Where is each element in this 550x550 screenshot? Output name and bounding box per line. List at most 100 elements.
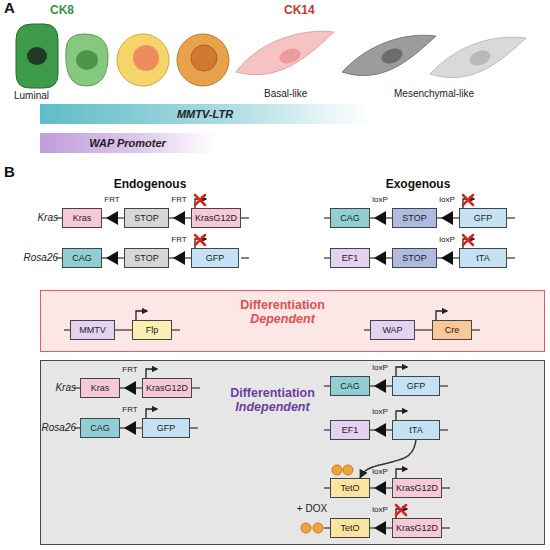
dna-line <box>324 385 330 386</box>
molecule-dots <box>301 465 353 533</box>
dna-line <box>169 257 191 258</box>
gene-element-box: STOP <box>392 208 437 228</box>
panel-letter: A <box>4 2 15 14</box>
gene-element-box: KrasG12D <box>191 208 241 228</box>
loxp-site <box>374 481 386 495</box>
element-name: GFP <box>157 422 176 434</box>
panel-title: Differentiation <box>230 386 315 400</box>
dna-line <box>324 257 330 258</box>
dna-line <box>169 217 191 218</box>
dna-line <box>370 429 392 430</box>
gene-element-box: CAG <box>80 418 120 438</box>
cell-nucleus <box>277 46 302 67</box>
activation-arrow <box>360 440 416 478</box>
promoter-gradient-bar: WAP Promoter <box>40 133 215 153</box>
loxp-site <box>374 211 386 225</box>
gene-element-box: KrasG12D <box>142 378 192 398</box>
loxp-site <box>374 379 386 393</box>
element-name: Cre <box>445 324 460 336</box>
dna-line <box>120 387 142 388</box>
panel-letter: B <box>4 166 15 178</box>
frt-site <box>124 381 136 395</box>
blocked-cross <box>463 235 473 245</box>
element-name: Kras <box>91 382 110 394</box>
promoter-name: WAP Promoter <box>89 137 166 149</box>
element-name: WAP <box>382 324 402 336</box>
element-name: tTA <box>409 424 422 436</box>
element-name: CAG <box>90 422 110 434</box>
gene-element-box: STOP <box>124 208 169 228</box>
luminal-cell <box>16 24 58 88</box>
dna-line <box>324 527 330 528</box>
site-label: loxP <box>372 194 388 206</box>
loxp-site <box>374 521 386 535</box>
dna-line <box>120 427 142 428</box>
dna-line <box>442 527 450 528</box>
cell-nucleus <box>76 50 98 70</box>
transcription-arrow <box>195 239 206 248</box>
loxp-site <box>374 423 386 437</box>
element-name: CAG <box>340 212 360 224</box>
marker-name: CK8 <box>50 4 74 16</box>
gene-element-box: STOP <box>392 248 437 268</box>
transcription-arrow <box>396 411 407 420</box>
cell-state: Mesenchymal-like <box>394 88 474 100</box>
dna-line <box>370 487 392 488</box>
site-triangles <box>106 211 453 535</box>
transcription-arrow <box>136 311 147 320</box>
transcription-arrow <box>396 509 407 518</box>
condition-panel: DifferentiationDependentMMTVFlpWAPCre <box>40 290 545 352</box>
dna-line <box>324 429 330 430</box>
gene-element-box: GFP <box>191 248 239 268</box>
dna-line <box>507 257 515 258</box>
gene-element-box: Cre <box>432 320 472 340</box>
dna-line <box>241 217 249 218</box>
gene-element-box: TetO <box>330 478 370 498</box>
cell-nucleus <box>27 47 47 65</box>
element-name: STOP <box>134 212 158 224</box>
element-name: GFP <box>206 252 225 264</box>
element-name: tTA <box>476 252 489 264</box>
cell-nucleus <box>133 45 159 71</box>
tta-molecule <box>332 465 342 475</box>
element-name: EF1 <box>342 252 359 264</box>
frt-site <box>106 211 118 225</box>
transcription-arrow <box>463 239 474 248</box>
dna-line <box>190 427 198 428</box>
marker-name: CK14 <box>284 4 315 16</box>
dna-line <box>56 257 62 258</box>
gene-element-box: MMTV <box>70 320 115 340</box>
locus-name: Kras <box>37 212 58 224</box>
transcription-arrow <box>396 469 407 478</box>
gene-element-box: WAP <box>370 320 415 340</box>
dna-line <box>440 385 448 386</box>
dna-line <box>370 217 392 218</box>
loxp-site <box>441 251 453 265</box>
dna-line <box>370 527 392 528</box>
transcription-arrow <box>396 367 407 376</box>
gene-element-box: KrasG12D <box>392 518 442 538</box>
panel-title: Independent <box>235 400 309 414</box>
element-name: KrasG12D <box>146 382 188 394</box>
cell-nucleus <box>191 45 217 71</box>
blocked-cross <box>195 235 205 245</box>
gene-element-box: EF1 <box>330 420 370 440</box>
promoter-gradient-bar: MMTV-LTR <box>40 104 370 124</box>
dna-line <box>415 329 432 330</box>
element-name: TetO <box>340 482 359 494</box>
cell-nucleus <box>379 46 404 67</box>
luminal-cell <box>66 34 108 86</box>
gene-element-box: tTA <box>459 248 507 268</box>
transcription-arrow <box>146 409 157 418</box>
element-name: TetO <box>340 522 359 534</box>
dna-line <box>102 257 124 258</box>
transition-cell <box>177 34 229 86</box>
element-name: GFP <box>407 380 426 392</box>
gene-element-box: Kras <box>80 378 120 398</box>
gene-element-box: CAG <box>330 376 370 396</box>
dna-line <box>324 487 330 488</box>
element-name: KrasG12D <box>195 212 237 224</box>
element-name: CAG <box>72 252 92 264</box>
dna-line <box>115 329 132 330</box>
